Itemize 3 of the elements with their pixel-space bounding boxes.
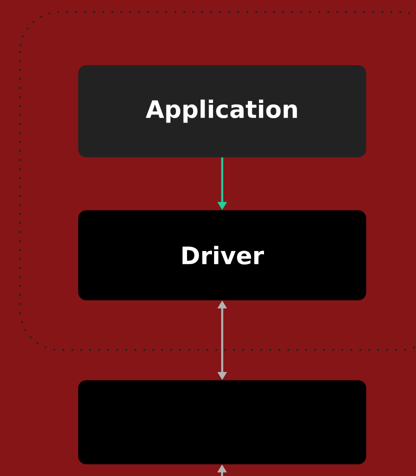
empty-box (78, 380, 366, 464)
process-box: Driver (78, 210, 366, 300)
process-box: Application (78, 65, 366, 158)
